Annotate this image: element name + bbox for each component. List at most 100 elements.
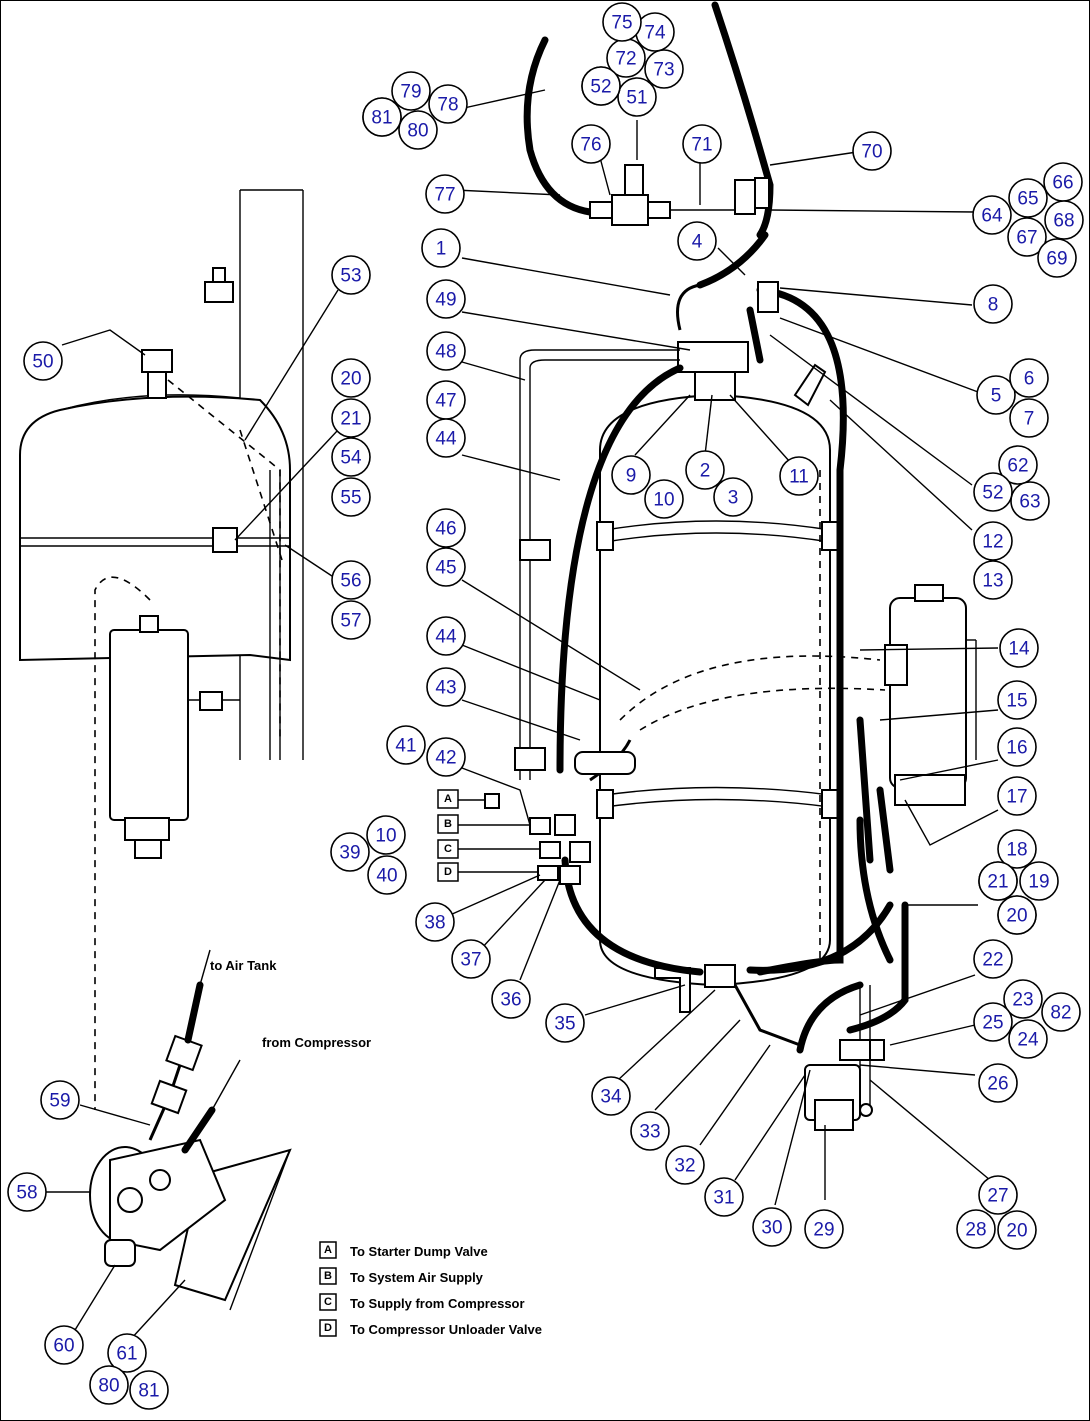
callout-76: 76 [571,124,611,164]
callout-label: 77 [434,185,455,206]
callout-label: 15 [1006,691,1027,712]
callout-label: 53 [340,266,361,287]
callout-label: 70 [861,142,882,163]
callout-20: 20 [997,1210,1037,1250]
callout-label: 42 [435,748,456,769]
callout-label: 44 [435,627,457,648]
callout-21: 21 [978,861,1018,901]
callout-label: 4 [692,232,703,253]
port-key-d: D [444,866,452,878]
callout-11: 11 [779,456,819,496]
callout-label: 65 [1017,189,1038,210]
callout-45: 45 [426,547,466,587]
callout-label: 58 [16,1183,37,1204]
callout-label: 5 [991,386,1002,407]
callout-23: 23 [1003,979,1043,1019]
callout-32: 32 [665,1145,705,1185]
callout-label: 8 [988,295,999,316]
callout-label: 3 [728,488,739,509]
callout-50: 50 [23,341,63,381]
legend-key-a: A [324,1244,332,1256]
callout-label: 44 [435,429,457,450]
callout-label: 22 [982,950,1003,971]
callout-label: 12 [982,532,1003,553]
callout-label: 46 [435,519,456,540]
callout-44: 44 [426,616,466,656]
callout-62: 62 [998,445,1038,485]
legend-key-c: C [324,1296,332,1308]
callout-label: 32 [674,1156,695,1177]
callout-label: 20 [1006,906,1027,927]
drain-valve-detail [89,949,292,1311]
callout-24: 24 [1008,1019,1048,1059]
port-key-b: B [444,818,452,830]
callout-label: 67 [1016,228,1037,249]
callout-label: 23 [1012,990,1033,1011]
port-key-boxes: A B C D [437,789,459,882]
callout-40: 40 [367,855,407,895]
callout-label: 6 [1024,369,1035,390]
callout-30: 30 [752,1207,792,1247]
callout-label: 18 [1006,840,1027,861]
callout-41: 41 [386,725,426,765]
callout-label: 29 [813,1220,834,1241]
callout-label: 75 [611,13,632,34]
callout-58: 58 [7,1172,47,1212]
callout-52: 52 [581,66,621,106]
callout-label: 16 [1006,738,1027,759]
callout-29: 29 [804,1209,844,1249]
callout-label: 52 [590,77,611,98]
callout-label: 60 [53,1336,74,1357]
main-air-tank [596,341,839,1013]
callout-label: 54 [340,448,362,469]
callout-label: 72 [615,49,636,70]
callout-label: 81 [138,1381,159,1402]
callout-label: 73 [653,60,674,81]
callout-61: 61 [107,1333,147,1373]
callout-label: 41 [395,736,416,757]
callout-68: 68 [1044,200,1084,240]
callout-79: 79 [391,71,431,111]
callout-label: 68 [1053,211,1074,232]
callout-33: 33 [630,1111,670,1151]
note-from-compressor: from Compressor [262,1035,371,1050]
callout-81: 81 [129,1370,169,1410]
callout-label: 19 [1028,872,1049,893]
callout-label: 34 [600,1087,622,1108]
callout-label: 74 [644,23,666,44]
note-to-air-tank: to Air Tank [210,958,277,973]
callout-51: 51 [617,77,657,117]
callout-10: 10 [366,815,406,855]
callout-3: 3 [713,477,753,517]
callout-label: 59 [49,1091,70,1112]
callout-label: 31 [713,1188,734,1209]
callout-label: 49 [435,290,456,311]
callout-label: 10 [653,490,674,511]
callout-label: 26 [987,1074,1008,1095]
callout-label: 63 [1019,492,1040,513]
callout-label: 20 [340,369,361,390]
legend: A To Starter Dump Valve B To System Air … [319,1241,542,1337]
callout-20: 20 [997,895,1037,935]
callout-80: 80 [398,110,438,150]
callout-9: 9 [611,455,651,495]
callout-67: 67 [1007,217,1047,257]
callout-label: 28 [965,1220,986,1241]
callout-label: 2 [700,461,711,482]
callout-39: 39 [330,832,370,872]
callout-22: 22 [973,939,1013,979]
callout-37: 37 [451,939,491,979]
callout-46: 46 [426,508,466,548]
callout-label: 56 [340,571,361,592]
callout-78: 78 [428,84,468,124]
callout-74: 74 [635,12,675,52]
callout-34: 34 [591,1076,631,1116]
callout-label: 11 [789,467,809,488]
callout-63: 63 [1010,481,1050,521]
callout-label: 69 [1046,249,1067,270]
callout-2: 2 [685,450,725,490]
callout-label: 51 [626,88,647,109]
callout-16: 16 [997,727,1037,767]
callout-42: 42 [426,737,466,777]
callout-label: 62 [1007,456,1028,477]
